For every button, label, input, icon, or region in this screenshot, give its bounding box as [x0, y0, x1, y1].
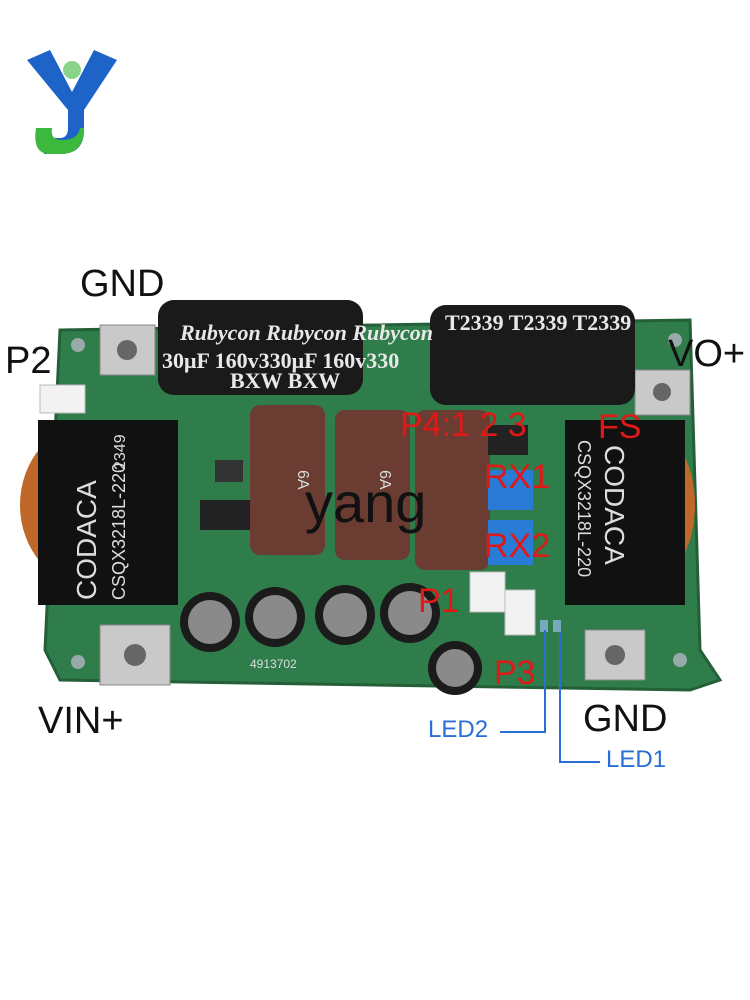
p1-label: P1 — [418, 582, 460, 620]
svg-text:CODACA: CODACA — [71, 480, 102, 600]
p3-label: P3 — [494, 654, 536, 692]
yj-logo-icon — [27, 50, 117, 154]
gnd-bottom-label: GND — [583, 698, 668, 740]
led1-label: LED1 — [606, 746, 667, 773]
svg-text:30μF 160v330μF 160v330: 30μF 160v330μF 160v330 — [162, 348, 399, 373]
svg-text:2349: 2349 — [112, 434, 129, 470]
rx1-label: RX1 — [484, 458, 551, 496]
svg-text:CODACA: CODACA — [599, 445, 630, 565]
p2-label: P2 — [5, 340, 52, 382]
svg-text:6A: 6A — [376, 470, 393, 490]
fs-label: FS — [598, 408, 642, 446]
svg-text:BXW BXW: BXW BXW — [230, 368, 340, 393]
vo-plus-label: VO+ — [668, 333, 746, 375]
gnd-top-label: GND — [80, 263, 165, 305]
vin-plus-label: VIN+ — [38, 700, 124, 742]
watermark-text: yang — [305, 471, 427, 534]
svg-text:Rubycon Rubycon Rubycon: Rubycon Rubycon Rubycon — [179, 320, 433, 345]
svg-text:4913702: 4913702 — [250, 657, 297, 671]
svg-text:T2339 T2339 T2339: T2339 T2339 T2339 — [445, 310, 631, 335]
svg-text:CSQX3218L-220: CSQX3218L-220 — [574, 440, 594, 577]
svg-text:6A: 6A — [294, 470, 311, 490]
rx2-label: RX2 — [484, 527, 551, 565]
svg-text:CSQX3218L-220: CSQX3218L-220 — [109, 463, 129, 600]
p4-label: P4:1 2 3 — [400, 406, 527, 444]
led2-label: LED2 — [428, 716, 489, 743]
